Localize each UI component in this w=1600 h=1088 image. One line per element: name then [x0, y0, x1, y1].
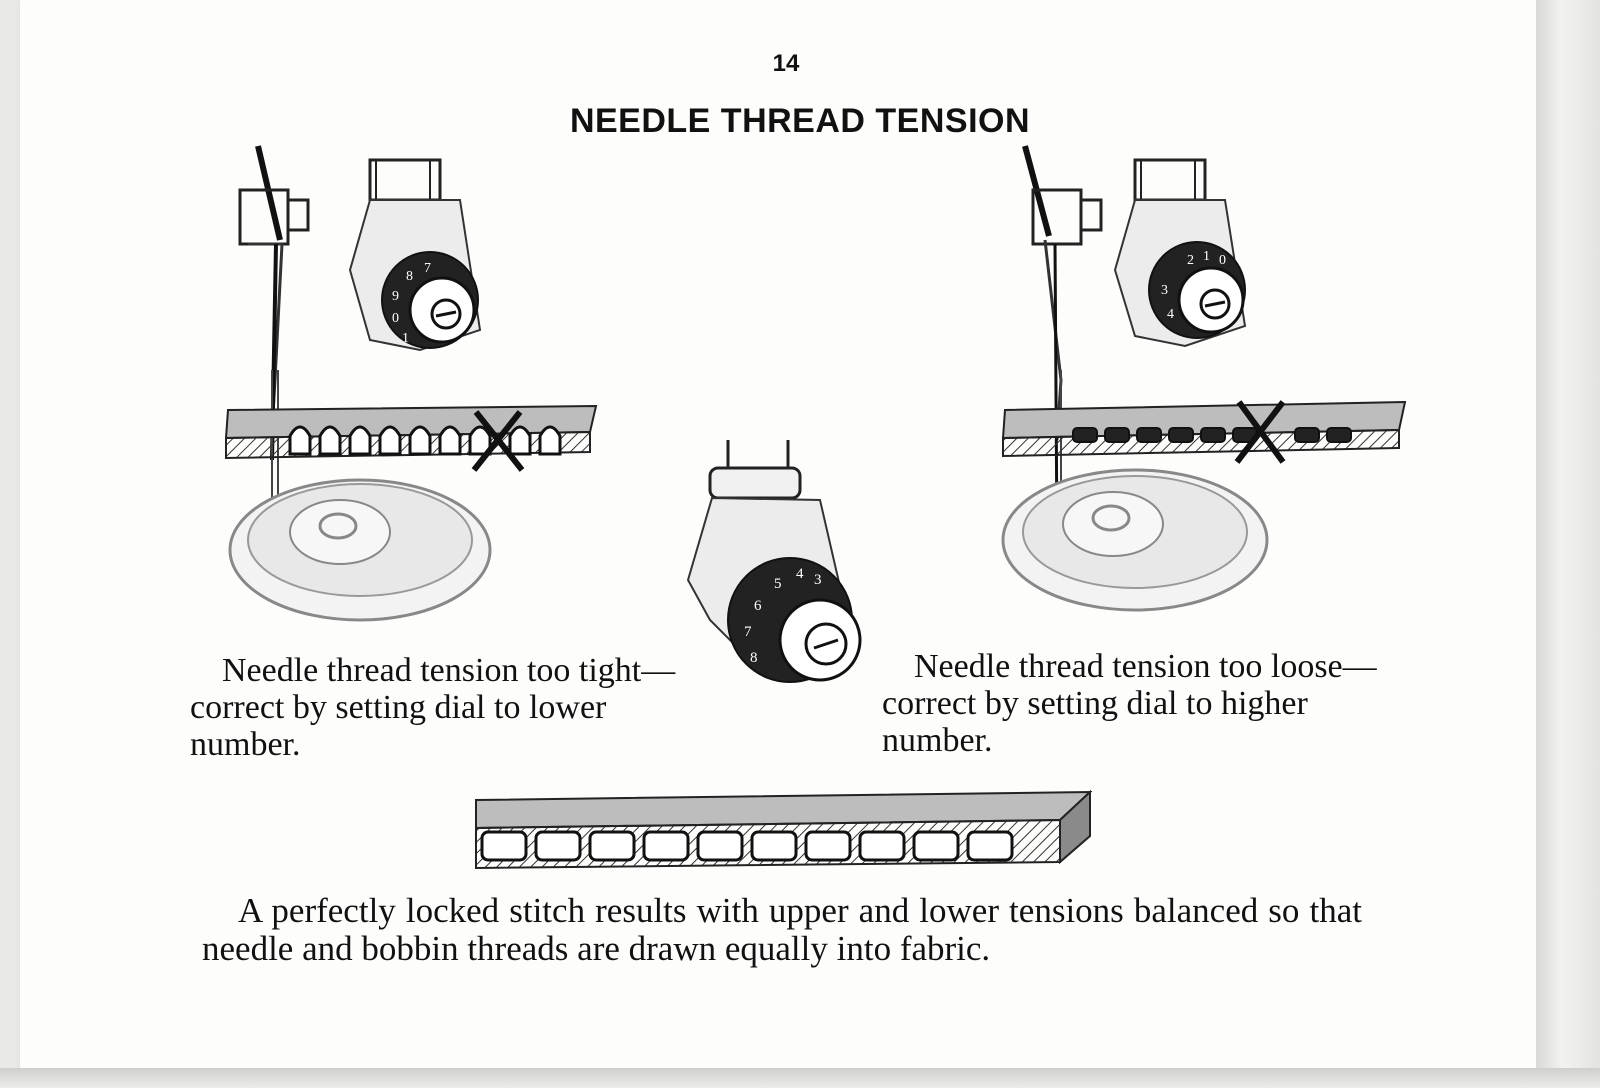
- dial-number: 1: [402, 331, 409, 346]
- dial-number: 1: [1203, 249, 1210, 264]
- dial-number: 6: [754, 598, 762, 614]
- bottom-edge: [0, 1068, 1600, 1088]
- dial-number: 0: [392, 311, 399, 326]
- dial-number: 0: [1219, 253, 1226, 268]
- dial-number: 2: [1187, 253, 1194, 268]
- dial-number: 4: [1167, 307, 1174, 322]
- dial-number: 4: [796, 566, 804, 582]
- page-heading: NEEDLE THREAD TENSION: [569, 102, 1031, 140]
- loose-tension-caption: Needle thread tension too loose—correct …: [882, 648, 1377, 759]
- dial-number: 7: [424, 261, 431, 276]
- dial-number: 8: [406, 269, 413, 284]
- balanced-tension-paragraph: A perfectly locked stitch results with u…: [202, 891, 1362, 968]
- page-edge: [1536, 0, 1600, 1088]
- tight-tension-caption: Needle thread tension too tight—correct …: [190, 652, 676, 763]
- manual-page: 14 NEEDLE THREAD TENSION: [20, 0, 1536, 1068]
- dial-number: 9: [392, 289, 399, 304]
- tight-tension-illustration: 8 7 9 0 1: [224, 145, 598, 622]
- dial-number: 7: [744, 624, 752, 640]
- page-number: 14: [772, 50, 800, 77]
- balanced-stitch-illustration: [475, 789, 1093, 870]
- loose-tension-illustration: 2 1 0 3 4: [1001, 145, 1407, 612]
- center-tension-dial: 3 4 5 6 7 8: [686, 440, 862, 683]
- dial-number: 5: [774, 576, 782, 592]
- dial-number: 3: [814, 572, 822, 588]
- dial-number: 8: [750, 650, 758, 666]
- dial-number: 3: [1161, 283, 1168, 298]
